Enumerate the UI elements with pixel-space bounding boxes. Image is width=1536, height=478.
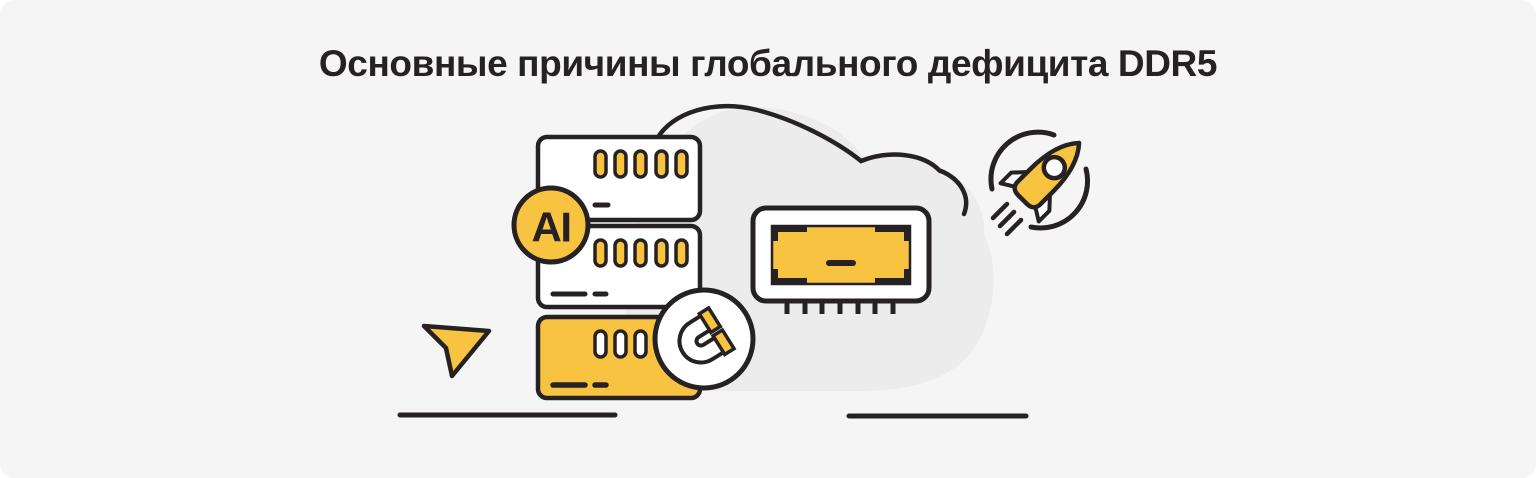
cloud-outline xyxy=(653,103,943,174)
ai-badge-label: AI xyxy=(532,204,571,251)
memory-chip-icon xyxy=(750,205,932,314)
magnet-badge-circle xyxy=(652,287,756,391)
magnet-tip-right xyxy=(710,327,737,357)
magnet-body xyxy=(681,316,725,361)
cloud-outline-bump xyxy=(938,168,969,217)
magnet-icon xyxy=(652,287,756,391)
rocket-window xyxy=(1041,154,1068,181)
chip-die xyxy=(770,224,912,286)
magnet-tip-left xyxy=(696,305,723,335)
rocket-orbit-arc-bottom xyxy=(1028,166,1091,231)
rocket-orbit-arc-top xyxy=(988,129,1057,192)
cursor-icon xyxy=(421,323,492,379)
ground-lines xyxy=(397,412,1029,419)
rocket-speed-lines xyxy=(990,201,1024,237)
ai-badge: AI xyxy=(511,185,591,265)
chip-corner-brackets xyxy=(772,226,910,284)
rocket-icon xyxy=(988,129,1091,237)
page-title: Основные причины глобального дефицита DD… xyxy=(318,43,1218,84)
ai-badge-circle xyxy=(511,185,591,265)
